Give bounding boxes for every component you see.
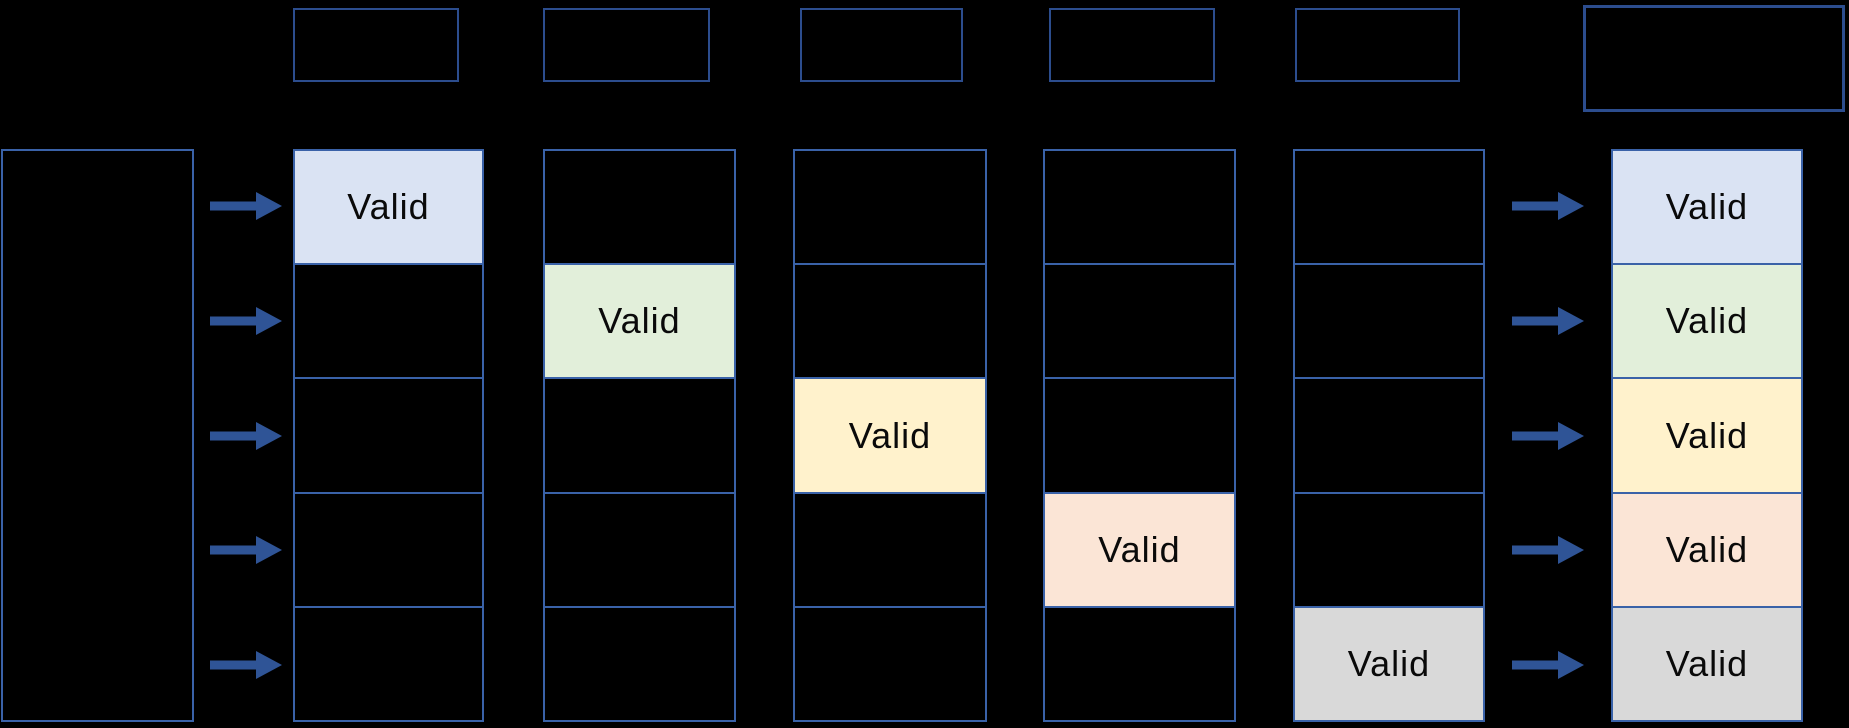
result-column-cell-5: Valid (1613, 607, 1801, 721)
result-column-cell-4: Valid (1613, 493, 1801, 608)
arrow-head (1558, 651, 1584, 679)
column-4-cell-5 (1045, 608, 1234, 720)
column-2: Valid (543, 149, 736, 722)
result-column-cell-2: Valid (1613, 265, 1801, 380)
valid-label: Valid (1098, 528, 1181, 570)
left-row-5-arrow-icon (210, 651, 282, 679)
valid-label: Valid (1665, 642, 1749, 684)
arrow-head (256, 192, 282, 220)
column-4-cell-4: Valid (1045, 493, 1234, 608)
left-row-2-arrow-icon (210, 307, 282, 335)
result-column-cell-3: Valid (1613, 379, 1801, 494)
column-4-cell-3 (1045, 379, 1234, 494)
right-row-4-arrow-icon (1512, 536, 1584, 564)
arrow-head (256, 307, 282, 335)
top-box-1 (293, 8, 459, 82)
arrow-shaft (210, 316, 258, 326)
column-3: Valid (793, 149, 987, 722)
arrow-head (1558, 422, 1584, 450)
column-2-cell-1 (545, 151, 734, 266)
left-row-4-arrow-icon (210, 536, 282, 564)
column-1-cell-2 (295, 265, 482, 380)
arrow-head (256, 536, 282, 564)
left-row-3-arrow-icon (210, 422, 282, 450)
column-3-cell-4 (795, 494, 985, 608)
left-row-1-arrow-icon (210, 192, 282, 220)
column-1-cell-4 (295, 494, 482, 608)
column-2-cell-3 (545, 379, 734, 494)
top-box-5 (1295, 8, 1460, 82)
column-2-cell-5 (545, 608, 734, 720)
valid-label: Valid (1665, 186, 1749, 228)
column-2-cell-2: Valid (545, 265, 734, 380)
arrow-shaft (210, 201, 258, 211)
column-1-cell-3 (295, 379, 482, 494)
arrow-shaft (1512, 201, 1560, 211)
column-5-cell-5: Valid (1295, 607, 1483, 721)
arrow-shaft (1512, 431, 1560, 441)
top-box-2 (543, 8, 710, 82)
arrow-shaft (210, 545, 258, 555)
top-box-3 (800, 8, 963, 82)
right-row-1-arrow-icon (1512, 192, 1584, 220)
arrow-head (256, 651, 282, 679)
source-box (1, 149, 194, 722)
column-4: Valid (1043, 149, 1236, 722)
column-3-cell-3: Valid (795, 379, 985, 494)
arrow-head (1558, 192, 1584, 220)
valid-label: Valid (347, 186, 430, 228)
top-box-4 (1049, 8, 1215, 82)
top-box-6 (1583, 5, 1845, 112)
arrow-shaft (1512, 316, 1560, 326)
column-3-cell-2 (795, 265, 985, 380)
right-row-3-arrow-icon (1512, 422, 1584, 450)
column-2-cell-4 (545, 494, 734, 608)
right-row-2-arrow-icon (1512, 307, 1584, 335)
arrow-shaft (210, 431, 258, 441)
valid-label: Valid (1347, 642, 1431, 684)
column-5: Valid (1293, 149, 1485, 722)
column-1-cell-5 (295, 608, 482, 720)
column-1: Valid (293, 149, 484, 722)
column-3-cell-1 (795, 151, 985, 266)
valid-label: Valid (1665, 528, 1749, 570)
column-4-cell-2 (1045, 265, 1234, 380)
arrow-shaft (1512, 545, 1560, 555)
column-1-cell-1: Valid (295, 151, 482, 266)
column-5-cell-4 (1295, 494, 1483, 608)
valid-label: Valid (598, 300, 681, 342)
arrow-shaft (210, 660, 258, 670)
column-4-cell-1 (1045, 151, 1234, 266)
arrow-head (1558, 536, 1584, 564)
valid-label: Valid (848, 414, 932, 456)
right-row-5-arrow-icon (1512, 651, 1584, 679)
arrow-head (1558, 307, 1584, 335)
result-column-cell-1: Valid (1613, 151, 1801, 266)
column-5-cell-2 (1295, 265, 1483, 380)
valid-label: Valid (1665, 414, 1749, 456)
column-3-cell-5 (795, 608, 985, 720)
column-5-cell-3 (1295, 379, 1483, 494)
arrow-shaft (1512, 660, 1560, 670)
column-5-cell-1 (1295, 151, 1483, 266)
arrow-head (256, 422, 282, 450)
valid-label: Valid (1665, 300, 1749, 342)
